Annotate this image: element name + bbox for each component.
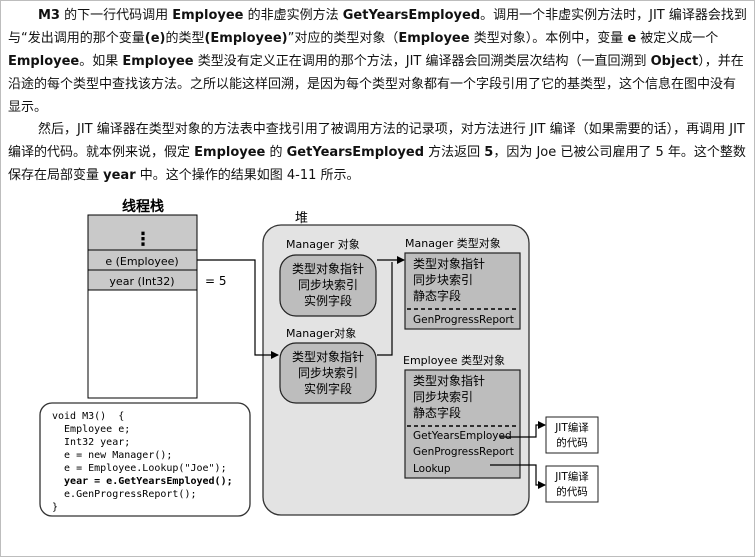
- manager-type-method: GenProgressReport: [413, 314, 514, 326]
- employee-type-title: Employee 类型对象: [403, 353, 505, 367]
- code-line-5: e = Employee.Lookup("Joe");: [52, 463, 227, 474]
- code-line-3: Int32 year;: [52, 437, 130, 448]
- employee-type-field-1: 类型对象指针: [413, 373, 485, 388]
- manager-object-1-field-3: 实例字段: [304, 293, 352, 308]
- stack-title: 线程栈: [122, 198, 164, 215]
- stack-upper-area: [87, 214, 198, 251]
- employee-type-method-3: Lookup: [413, 463, 451, 475]
- employee-type-object: [404, 369, 521, 479]
- stack-e-label: e (Employee): [105, 255, 178, 268]
- manager-object-1-title: Manager 对象: [286, 237, 360, 251]
- arrow-lookup-to-jit: [490, 464, 546, 489]
- code-line-7: e.GenProgressReport();: [52, 489, 197, 500]
- arrow-getyears-to-jit: [500, 421, 546, 438]
- manager-object-2: [279, 342, 377, 404]
- manager-type-title: Manager 类型对象: [405, 236, 501, 250]
- heap-title: 堆: [295, 211, 308, 226]
- employee-type-field-2: 同步块索引: [413, 390, 473, 404]
- manager-type-object: [404, 252, 521, 330]
- jit-code-box-1-line-2: 的代码: [556, 436, 588, 449]
- stack-lower-area: [87, 289, 198, 399]
- manager-object-1-field-2: 同步块索引: [298, 278, 358, 292]
- code-line-1: void M3() {: [52, 411, 124, 422]
- manager-object-2-field-1: 类型对象指针: [292, 349, 364, 364]
- manager-type-field-3: 静态字段: [413, 288, 461, 303]
- paragraph-1: M3 的下一行代码调用 Employee 的非虚实例方法 GetYearsEmp…: [8, 8, 747, 115]
- manager-object-1-field-1: 类型对象指针: [292, 261, 364, 276]
- code-line-8: }: [52, 502, 58, 513]
- manager-type-field-1: 类型对象指针: [413, 256, 485, 271]
- manager-type-field-2: 同步块索引: [413, 273, 473, 287]
- year-value: = 5: [205, 274, 227, 288]
- employee-type-method-1: GetYearsEmployed: [413, 430, 512, 442]
- manager-object-2-field-2: 同步块索引: [298, 366, 358, 380]
- code-line-2: Employee e;: [52, 424, 130, 435]
- employee-type-method-2: GenProgressReport: [413, 446, 514, 458]
- jit-code-box-2: [545, 465, 599, 503]
- arrow-obj2-type-pointer: [377, 262, 393, 356]
- code-line-4: e = new Manager();: [52, 450, 172, 461]
- manager-object-1: [279, 254, 377, 317]
- arrow-e-to-object: [197, 259, 279, 359]
- jit-code-box-2-line-1: JIT编译: [554, 470, 589, 483]
- jit-code-box-1: [545, 416, 599, 454]
- code-box: [39, 402, 251, 517]
- manager-object-2-title: Manager对象: [286, 326, 356, 340]
- manager-object-2-field-3: 实例字段: [304, 381, 352, 396]
- stack-year-label: year (Int32): [109, 275, 174, 288]
- stack-ellipsis: ⋮: [134, 229, 152, 250]
- paragraph-2: 然后，JIT 编译器在类型对象的方法表中查找引用了被调用方法的记录项，对方法进行…: [8, 122, 746, 183]
- code-line-6: year = e.GetYearsEmployed();: [52, 476, 233, 487]
- employee-type-field-3: 静态字段: [413, 405, 461, 420]
- jit-code-box-1-line-1: JIT编译: [554, 421, 589, 434]
- jit-code-box-2-line-2: 的代码: [556, 485, 588, 498]
